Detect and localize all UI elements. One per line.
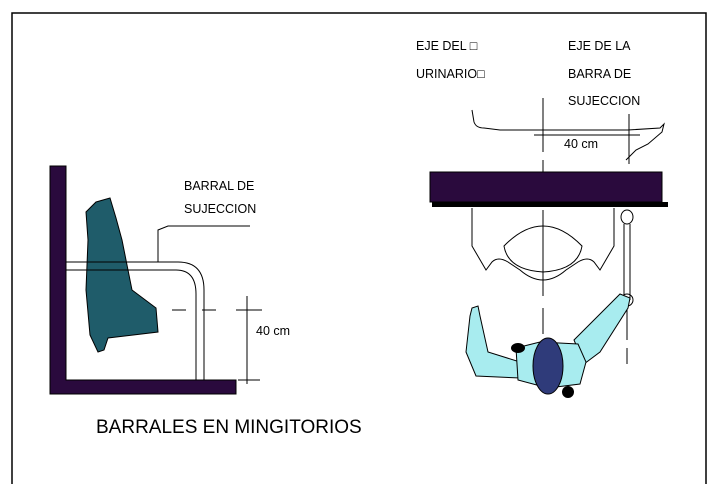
wall-side [49, 165, 237, 395]
person-left-arm [465, 305, 521, 379]
eje-barra-line2: BARRA DE [568, 67, 631, 81]
grab-bar-plan-top-mount [620, 209, 634, 225]
side-view [49, 165, 262, 395]
urinal-plan-bowl [503, 225, 583, 273]
eje-barra-line1: EJE DE LA [568, 39, 631, 53]
plan-view [429, 98, 668, 398]
eje-barra-line3: SUJECCION [568, 94, 640, 108]
grab-bar-side-outer [66, 261, 205, 380]
height-label: 40 cm [256, 324, 290, 338]
urinal-side-silhouette [85, 197, 159, 353]
person-shoe-right [562, 386, 574, 398]
person-shoe-left [511, 343, 525, 353]
eje-urinario-line2: URINARIO□ [416, 67, 485, 81]
barral-label-line2: SUJECCION [184, 202, 256, 216]
diagram-title: BARRALES EN MINGITORIOS [96, 417, 362, 438]
eje-urinario-line1: EJE DEL □ [416, 39, 478, 53]
person-head [532, 337, 564, 395]
distance-label: 40 cm [564, 137, 598, 151]
barral-label-line1: BARRAL DE [184, 179, 254, 193]
barral-leader-line [157, 225, 250, 262]
frame-border [11, 12, 707, 484]
plan-upper-outline [471, 109, 665, 161]
wall-plan-shadow [432, 202, 668, 207]
person-right-arm [573, 293, 631, 365]
wall-plan [429, 171, 663, 203]
grab-bar-side-inner [66, 269, 197, 380]
